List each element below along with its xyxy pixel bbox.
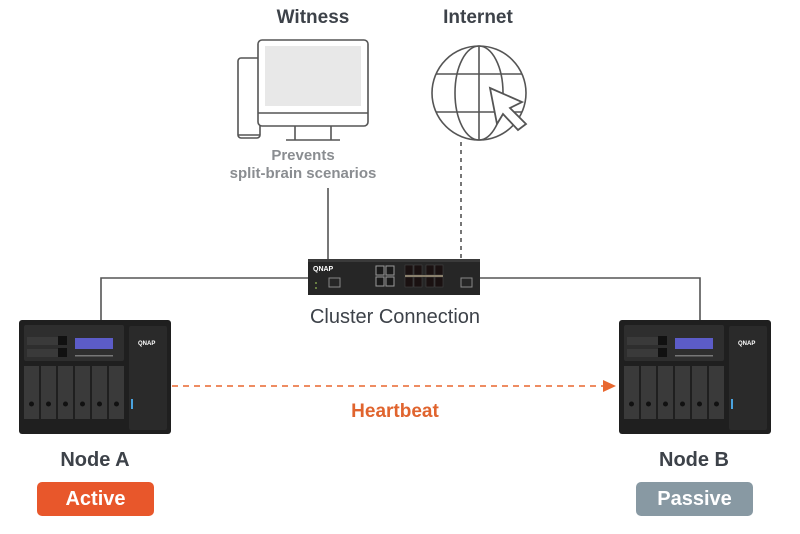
node-a-title: Node A: [60, 449, 130, 471]
heartbeat-arrowhead: [603, 380, 616, 392]
globe-cursor-icon: [431, 45, 528, 141]
node-a-status-badge: Active: [37, 482, 154, 516]
cluster-link-a: [100, 277, 310, 320]
witness-title: Witness: [276, 7, 350, 28]
nas-device-node-b: QNAP: [619, 320, 771, 434]
network-switch-icon: QNAP: [308, 259, 480, 295]
witness-description-line2: split-brain scenarios: [229, 165, 377, 182]
cluster-connection-label: Cluster Connection: [309, 306, 481, 328]
node-b-status-badge: Passive: [636, 482, 753, 516]
nas-device-node-a: QNAP: [19, 320, 171, 434]
node-b-title: Node B: [659, 449, 729, 471]
desktop-computer-icon: [237, 39, 369, 141]
switch-brand: QNAP: [313, 266, 334, 273]
node-a-brand: QNAP: [138, 341, 155, 347]
internet-title: Internet: [443, 7, 513, 28]
witness-description-line1: Prevents: [271, 147, 335, 164]
heartbeat-label: Heartbeat: [351, 401, 439, 422]
cluster-link-b: [480, 277, 701, 320]
node-b-brand: QNAP: [738, 341, 755, 347]
